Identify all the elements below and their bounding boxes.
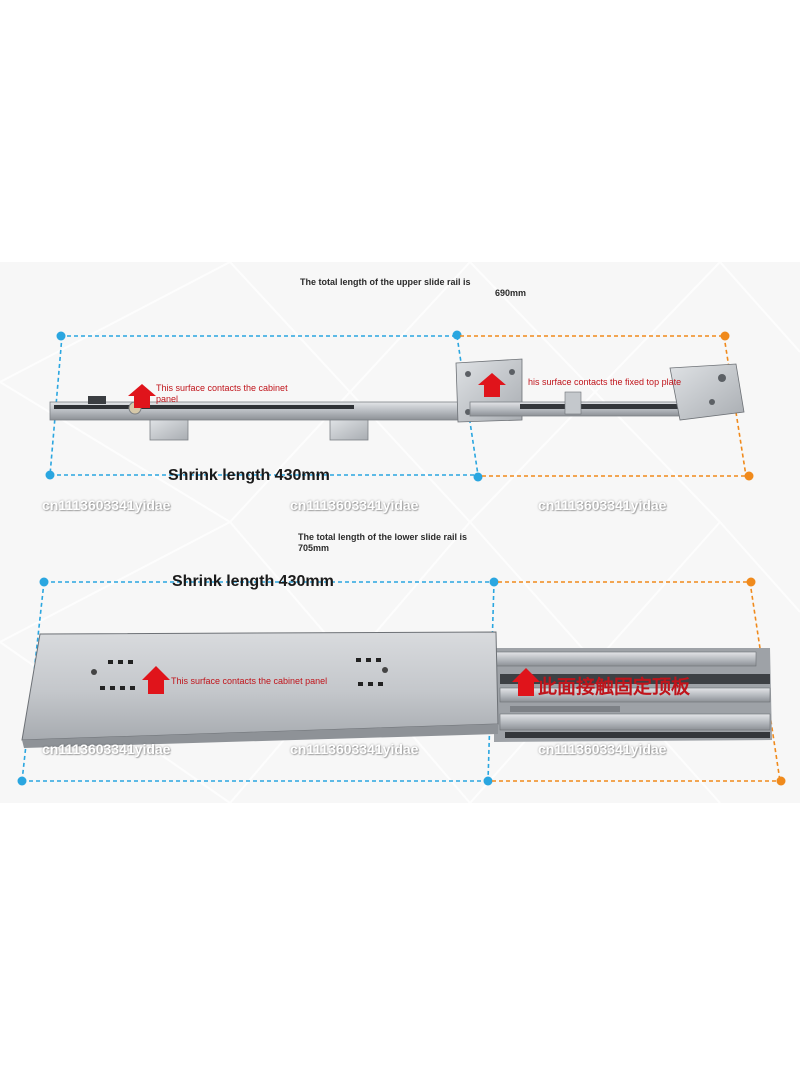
watermark-text: cn1113603341yidae <box>42 741 171 757</box>
upper-left-note: This surface contacts the cabinet panel <box>156 383 288 405</box>
product-photo-panel: The total length of the upper slide rail… <box>0 262 800 803</box>
lower-left-note: This surface contacts the cabinet panel <box>171 676 328 686</box>
upper-left-note-line1: This surface contacts the cabinet <box>156 383 288 393</box>
upper-title-line1: The total length of the upper slide rail… <box>300 277 471 287</box>
upper-rail <box>49 358 745 441</box>
upper-right-note: his surface contacts the fixed top plate <box>528 377 682 387</box>
upper-left-arrow <box>128 384 156 408</box>
dim-node <box>45 470 55 480</box>
watermark-text: cn1113603341yidae <box>290 497 419 513</box>
upper-title-line2: 690mm <box>495 288 527 298</box>
lower-title: The total length of the lower slide rail… <box>298 532 538 554</box>
watermark-text: cn1113603341yidae <box>538 497 667 513</box>
lower-right-arrow <box>512 668 540 696</box>
watermark-text: cn1113603341yidae <box>290 741 419 757</box>
dim-node <box>452 330 462 340</box>
dim-node <box>473 472 483 482</box>
lower-right-note: 此面接触固定顶板 <box>538 677 691 698</box>
dim-node <box>56 331 66 341</box>
slide-rail-diagram <box>0 262 800 803</box>
upper-title: The total length of the upper slide rail… <box>300 277 545 299</box>
lower-title-line1: The total length of the lower slide rail… <box>298 532 468 542</box>
lower-shrink-label: Shrink length 430mm <box>172 573 334 590</box>
lower-title-line2: 705mm <box>298 543 330 553</box>
watermark-text: cn1113603341yidae <box>538 741 667 757</box>
upper-left-note-line2: panel <box>156 394 179 404</box>
lower-left-arrow <box>142 666 170 694</box>
watermark-text: cn1113603341yidae <box>42 497 171 513</box>
lower-rail <box>21 631 772 748</box>
upper-shrink-label: Shrink length 430mm <box>168 467 330 484</box>
upper-right-arrow <box>478 373 506 397</box>
